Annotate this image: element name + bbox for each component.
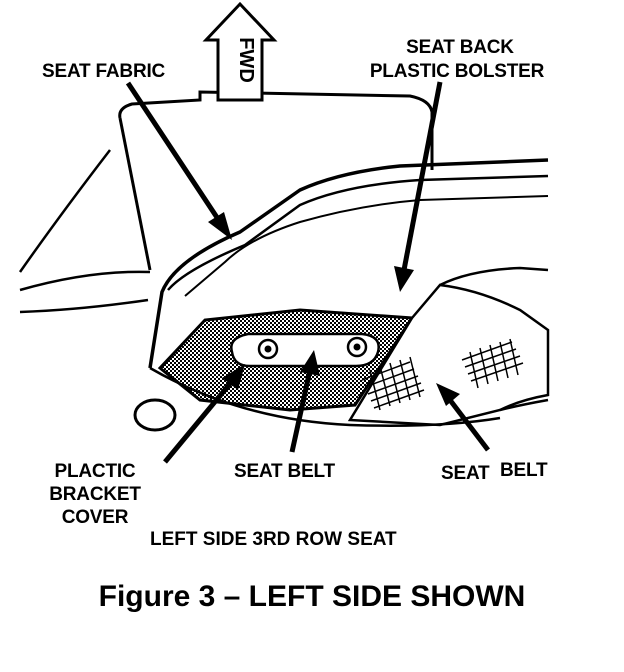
label-bracket-1: PLACTIC — [54, 461, 136, 482]
plastic-bolster-inner — [167, 174, 549, 291]
figure-caption: Figure 3 – LEFT SIDE SHOWN — [98, 580, 526, 613]
crosshatch-right — [461, 338, 524, 389]
label-seat-belt-center: SEAT BELT — [234, 461, 335, 482]
label-plastic-bolster: PLASTIC BOLSTER — [369, 61, 545, 82]
label-seat-fabric: SEAT FABRIC — [42, 61, 166, 82]
seat-back-side — [118, 117, 152, 271]
callout-arrows — [125, 81, 490, 464]
crosshatch-left — [361, 356, 425, 411]
side-panel — [18, 149, 151, 314]
plastic-bolster — [148, 158, 549, 369]
label-seat-belt-right-b: BELT — [500, 460, 548, 481]
label-bracket-3: COVER — [61, 507, 129, 528]
label-bracket-2: BRACKET — [49, 484, 141, 505]
mounting-hole — [133, 398, 177, 432]
subcaption: LEFT SIDE 3RD ROW SEAT — [150, 529, 397, 550]
seat-cushion — [149, 366, 501, 427]
fwd-arrow: FWD — [202, 1, 278, 102]
seat-back-outline — [118, 90, 434, 170]
label-seat-belt-right-a: SEAT — [441, 463, 490, 484]
fwd-label: FWD — [235, 37, 257, 83]
plastic-bolster-lip — [184, 195, 549, 297]
label-seat-back: SEAT BACK — [406, 37, 514, 58]
